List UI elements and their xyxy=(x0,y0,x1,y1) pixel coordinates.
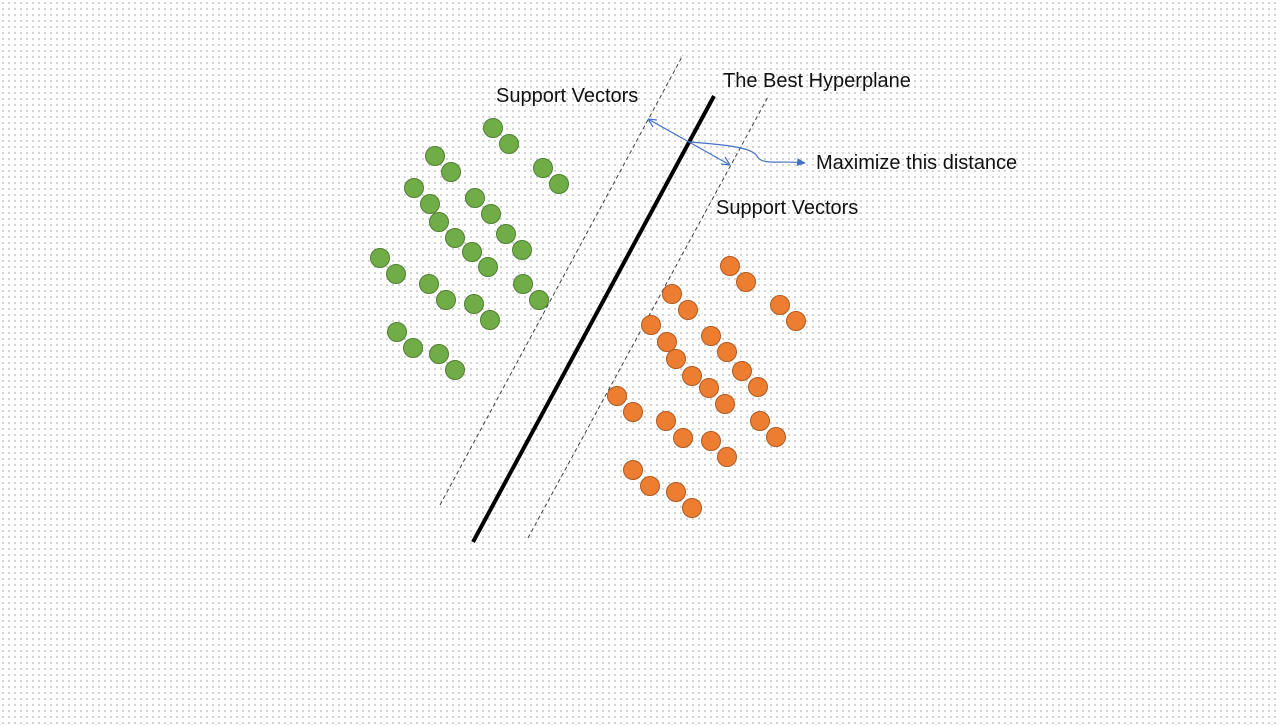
class-a-point xyxy=(370,248,390,268)
class-a-point xyxy=(549,174,569,194)
class-b-point xyxy=(717,447,737,467)
class-a-point xyxy=(436,290,456,310)
best-hyperplane-label: The Best Hyperplane xyxy=(723,70,911,92)
class-a-point xyxy=(441,162,461,182)
class-a-point xyxy=(513,274,533,294)
class-a-point xyxy=(403,338,423,358)
class-a-point xyxy=(478,257,498,277)
class-b-point xyxy=(607,386,627,406)
support-vector-margin-line-left xyxy=(439,54,684,506)
class-a-point xyxy=(420,194,440,214)
class-a-point xyxy=(496,224,516,244)
class-a-point xyxy=(533,158,553,178)
class-a-point xyxy=(404,178,424,198)
best-hyperplane-line xyxy=(471,95,716,543)
class-b-point xyxy=(717,342,737,362)
class-b-point xyxy=(701,431,721,451)
class-b-point xyxy=(623,402,643,422)
class-a-point xyxy=(464,294,484,314)
margin-arrowhead-right xyxy=(720,156,731,166)
class-a-point xyxy=(529,290,549,310)
class-b-point xyxy=(699,378,719,398)
class-b-point xyxy=(666,349,686,369)
class-a-point xyxy=(445,360,465,380)
maximize-distance-label: Maximize this distance xyxy=(816,152,1018,174)
class-b-point xyxy=(682,366,702,386)
class-b-point xyxy=(682,498,702,518)
class-b-point xyxy=(701,326,721,346)
class-a-point xyxy=(425,146,445,166)
class-b-point xyxy=(640,476,660,496)
class-a-point xyxy=(386,264,406,284)
class-b-point xyxy=(678,300,698,320)
class-a-point xyxy=(481,204,501,224)
class-b-point xyxy=(715,394,735,414)
class-b-point xyxy=(770,295,790,315)
support-vectors-label-bottom: Support Vectors xyxy=(716,197,859,219)
class-a-point xyxy=(429,344,449,364)
class-b-point xyxy=(786,311,806,331)
class-a-point xyxy=(480,310,500,330)
class-b-point xyxy=(736,272,756,292)
margin-double-arrow xyxy=(647,118,731,166)
class-a-point xyxy=(387,322,407,342)
class-a-point xyxy=(483,118,503,138)
maximize-callout-arrow xyxy=(689,141,806,167)
class-b-point xyxy=(641,315,661,335)
class-b-point xyxy=(673,428,693,448)
support-vectors-label-top: Support Vectors xyxy=(496,85,639,107)
class-b-point xyxy=(732,361,752,381)
class-a-point xyxy=(445,228,465,248)
data-points xyxy=(370,118,806,518)
class-b-point xyxy=(720,256,740,276)
class-a-point xyxy=(462,242,482,262)
class-b-point xyxy=(623,460,643,480)
class-a-point xyxy=(419,274,439,294)
margin-distance-arrow xyxy=(647,118,806,167)
class-a-point xyxy=(429,212,449,232)
class-a-point xyxy=(465,188,485,208)
class-b-point xyxy=(750,411,770,431)
class-b-point xyxy=(666,482,686,502)
class-b-point xyxy=(657,332,677,352)
class-a-point xyxy=(512,240,532,260)
class-b-point xyxy=(766,427,786,447)
class-b-point xyxy=(748,377,768,397)
class-b-point xyxy=(656,411,676,431)
margin-arrowhead-left xyxy=(647,118,658,128)
class-a-point xyxy=(499,134,519,154)
class-b-point xyxy=(662,284,682,304)
